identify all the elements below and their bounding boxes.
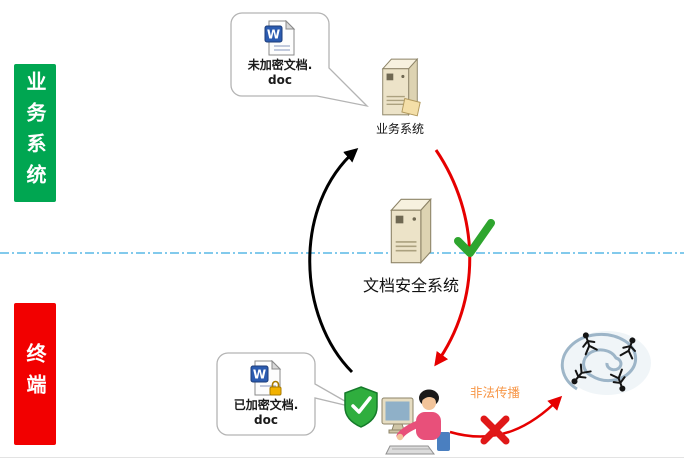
svg-text:W: W: [267, 28, 280, 42]
callout-content: W 未加密文档. doc: [230, 12, 330, 96]
keyboard-icon: [385, 445, 435, 455]
blocked-annotation: [477, 412, 513, 452]
callout-content: W 已加密文档. doc: [216, 352, 316, 436]
business-server-node: 业务系统: [360, 56, 440, 137]
encrypted-doc-line2: doc: [254, 413, 278, 427]
callout-unencrypted-doc: W 未加密文档. doc: [230, 12, 372, 118]
business-server-label: 业务系统: [375, 122, 424, 136]
person-at-computer-icon: [344, 386, 450, 455]
allowed-annotation: [450, 214, 498, 266]
encrypted-doc-line1: 已加密文档.: [233, 398, 299, 412]
svg-text:W: W: [253, 368, 266, 382]
lock-icon: [269, 380, 282, 396]
monitor-icon: [381, 397, 414, 434]
zone-business-text: 业务系统: [23, 71, 47, 195]
server-icon: [390, 197, 432, 265]
running-figure: [571, 363, 592, 385]
user-figure: [396, 389, 441, 441]
server-icon: [381, 57, 421, 117]
word-document-icon: W: [264, 20, 296, 56]
green-check-icon: [454, 219, 495, 257]
running-figure: [609, 368, 626, 392]
unencrypted-doc-line2: doc: [268, 73, 292, 87]
illegal-spread-label: 非法传播: [470, 385, 521, 400]
word-document-locked-icon: W: [250, 360, 282, 396]
document-sheet-icon: [401, 97, 421, 117]
people-swirl-icon: [560, 331, 651, 395]
leak-target: [558, 326, 656, 404]
security-server-label: 文档安全系统: [362, 276, 459, 295]
callout-encrypted-doc: W 已加密文档. doc: [216, 352, 362, 440]
zone-terminal-text: 终端: [23, 343, 47, 405]
running-figure: [582, 332, 598, 356]
zone-label-business-system: 业务系统: [14, 64, 56, 202]
security-shield-icon: [344, 386, 378, 428]
running-figure: [619, 337, 636, 360]
red-x-icon: [480, 415, 510, 445]
chair: [437, 432, 450, 451]
zone-label-terminal: 终端: [14, 303, 56, 445]
user-workstation: [344, 384, 458, 458]
unencrypted-doc-line1: 未加密文档.: [247, 58, 313, 72]
